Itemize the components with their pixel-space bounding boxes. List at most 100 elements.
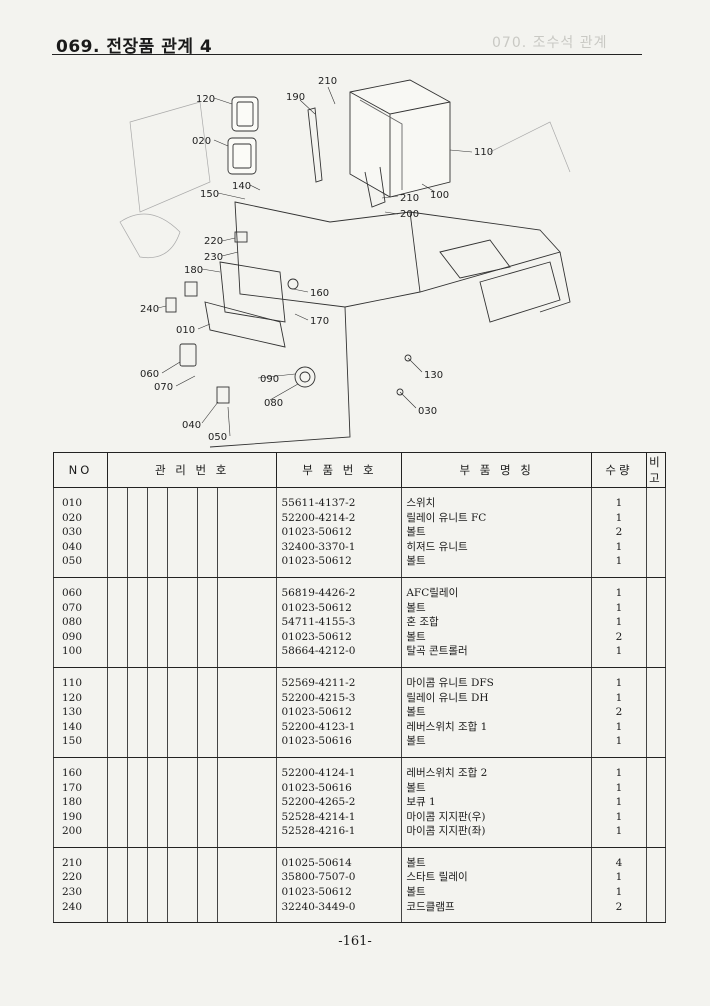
qty-cell: 1 xyxy=(591,667,647,691)
callout-label: 040 xyxy=(182,420,201,431)
part-no-cell: 110 xyxy=(53,667,108,691)
qty-cell: 1 xyxy=(591,539,647,555)
part-name-cell: 볼트 xyxy=(401,734,593,758)
part-no-cell: 130 xyxy=(53,705,108,720)
part-name-cell: 혼 조합 xyxy=(401,615,593,630)
qty-cell: 1 xyxy=(591,780,647,796)
part-name-cell: 볼트 xyxy=(401,600,593,616)
mgmt-cell xyxy=(126,577,148,601)
part-number-cell: 01023-50616 xyxy=(276,734,403,758)
callout-label: 160 xyxy=(310,288,329,299)
part-name-cell: 볼트 xyxy=(401,885,593,900)
page-number: -161- xyxy=(338,934,372,949)
mgmt-cell xyxy=(196,525,218,540)
mgmt-cell xyxy=(216,780,278,796)
mgmt-cell xyxy=(216,719,278,735)
exploded-parts-diagram: 120 190 210 020 110 140 150 100 210 200 … xyxy=(119,76,571,448)
part-number-cell: 56819-4426-2 xyxy=(276,577,403,601)
part-number-cell: 01023-50612 xyxy=(276,525,403,540)
qty-cell: 1 xyxy=(591,757,647,781)
remarks-cell xyxy=(645,780,667,796)
mgmt-cell xyxy=(106,734,128,758)
part-name-cell: 볼트 xyxy=(401,705,593,720)
title-rule xyxy=(52,54,642,55)
part-number-cell: 52200-4124-1 xyxy=(276,757,403,781)
mgmt-cell xyxy=(106,539,128,555)
part-no-cell: 160 xyxy=(53,757,108,781)
mgmt-cell xyxy=(216,554,278,578)
mgmt-cell xyxy=(106,824,128,848)
mgmt-cell xyxy=(106,809,128,825)
part-name-cell: 레버스위치 조합 1 xyxy=(401,719,593,735)
mgmt-cell xyxy=(106,600,128,616)
part-no-cell: 020 xyxy=(53,510,108,526)
mgmt-cell xyxy=(166,757,198,781)
mgmt-cell xyxy=(166,780,198,796)
part-number-cell: 35800-7507-0 xyxy=(276,870,403,886)
part-no-cell: 050 xyxy=(53,554,108,578)
bleed-through-title: 070. 조수석 관계 xyxy=(492,35,608,51)
part-no-cell: 230 xyxy=(53,885,108,900)
remarks-cell xyxy=(645,809,667,825)
mgmt-cell xyxy=(166,885,198,900)
mgmt-cell xyxy=(106,795,128,810)
part-no-cell: 180 xyxy=(53,795,108,810)
header-part-name: 부 품 명 칭 xyxy=(401,452,593,488)
mgmt-cell xyxy=(166,795,198,810)
header-mgmt-no: 관 리 번 호 xyxy=(106,452,278,488)
mgmt-cell xyxy=(106,719,128,735)
mgmt-cell xyxy=(196,667,218,691)
mgmt-cell xyxy=(146,719,168,735)
mgmt-cell xyxy=(146,577,168,601)
mgmt-cell xyxy=(146,644,168,668)
part-name-cell: 마이콤 지지판(좌) xyxy=(401,824,593,848)
mgmt-cell xyxy=(196,780,218,796)
remarks-cell xyxy=(645,554,667,578)
remarks-cell xyxy=(645,719,667,735)
mgmt-cell xyxy=(216,667,278,691)
mgmt-cell xyxy=(106,690,128,706)
part-name-cell: 보큐 1 xyxy=(401,795,593,810)
mgmt-cell xyxy=(126,757,148,781)
mgmt-cell xyxy=(146,539,168,555)
mgmt-cell xyxy=(146,780,168,796)
mgmt-cell xyxy=(126,870,148,886)
mgmt-cell xyxy=(216,809,278,825)
part-no-cell: 120 xyxy=(53,690,108,706)
mgmt-cell xyxy=(146,667,168,691)
mgmt-cell xyxy=(216,615,278,630)
part-no-cell: 190 xyxy=(53,809,108,825)
mgmt-cell xyxy=(196,554,218,578)
mgmt-cell xyxy=(196,795,218,810)
remarks-cell xyxy=(645,705,667,720)
remarks-cell xyxy=(645,795,667,810)
qty-cell: 4 xyxy=(591,847,647,871)
mgmt-cell xyxy=(196,577,218,601)
header-qty: 수량 xyxy=(591,452,647,488)
qty-cell: 1 xyxy=(591,554,647,578)
mgmt-cell xyxy=(166,705,198,720)
part-number-cell: 52200-4265-2 xyxy=(276,795,403,810)
mgmt-cell xyxy=(166,719,198,735)
mgmt-cell xyxy=(166,577,198,601)
part-number-cell: 01023-50612 xyxy=(276,600,403,616)
mgmt-cell xyxy=(106,667,128,691)
mgmt-cell xyxy=(106,629,128,645)
mgmt-cell xyxy=(126,885,148,900)
mgmt-cell xyxy=(146,600,168,616)
mgmt-cell xyxy=(196,824,218,848)
part-name-cell: 코드클램프 xyxy=(401,899,593,924)
callout-label: 240 xyxy=(140,304,159,315)
remarks-cell xyxy=(645,847,667,871)
callout-label: 060 xyxy=(140,369,159,380)
qty-cell: 1 xyxy=(591,795,647,810)
part-no-cell: 010 xyxy=(53,487,108,511)
qty-cell: 2 xyxy=(591,705,647,720)
mgmt-cell xyxy=(146,554,168,578)
